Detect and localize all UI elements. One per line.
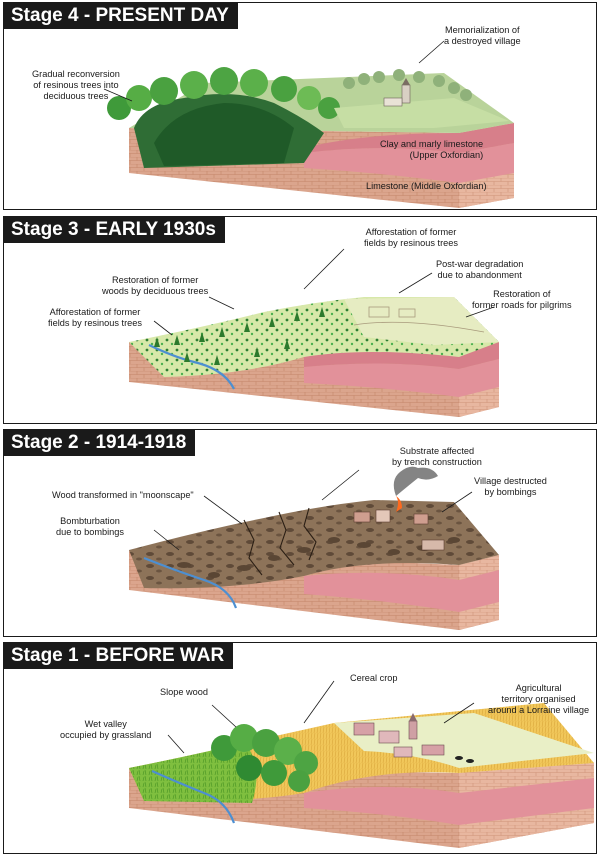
stage-1-block-diagram [129,680,594,848]
fire-icon [396,496,402,512]
marl-layer [304,570,499,612]
lorraine-village [353,713,445,758]
stage-2-label-substrate: Substrate affected by trench constructio… [392,446,482,467]
callout-lines-stage-1 [167,680,475,754]
callout-lines-stage-2 [153,469,473,551]
slope-wood [211,724,318,792]
stage-3-label-post-war-degradation: Post-war degradation due to abandonment [436,259,524,280]
stage-4-label-clay-marly: Clay and marly limestone (Upper Oxfordia… [380,139,484,160]
shell-craters [177,537,460,578]
deciduous-trees [107,67,340,120]
smoke-plume [393,466,438,496]
cattle [455,756,474,763]
stage-4-label-memorialization: Memorialization of a destroyed village [444,25,521,46]
abandoned-village-area [344,297,499,345]
stage-3-panel: Stage 3 - EARLY 1930s Afforestation of f… [3,216,597,424]
marl-layer [304,359,499,397]
stream [143,556,238,609]
stage-2-label-moonscape: Wood transformed in "moonscape" [52,490,194,500]
stage-4-label-reconversion: Gradual reconversion of resinous trees i… [32,69,120,101]
memorial-chapel [383,78,411,107]
stage-1-label-agricultural-territory: Agricultural territory organised around … [488,683,590,715]
stage-3-title: Stage 3 - EARLY 1930s [4,217,225,243]
village-territory [334,713,594,768]
stage-2-block-diagram [129,466,499,630]
stage-4-panel: Stage 4 - PRESENT DAY Memorialization of… [3,2,597,210]
stage-3-label-afforestation-left: Afforestation of former fields by resino… [48,307,142,328]
stream [151,769,236,824]
stage-1-label-wet-valley: Wet valley occupied by grassland [60,719,152,740]
stage-1-label-slope-wood: Slope wood [160,687,209,697]
stage-2-title: Stage 2 - 1914-1918 [4,430,196,456]
stage-4-label-limestone: Limestone (Middle Oxfordian) [366,181,487,191]
stage-2-label-village-destructed: Village destructed by bombings [474,476,547,497]
stage-3-label-afforestation-top: Afforestation of former fields by resino… [364,227,458,248]
memorial-village-area [334,98,509,128]
stage-3-label-restoration-woods: Restoration of former woods by deciduous… [102,275,209,296]
marl-layer [304,778,594,825]
marl-layer [304,143,514,183]
stage-4-title: Stage 4 - PRESENT DAY [4,3,238,29]
callout-lines-stage-4 [103,40,445,102]
callout-lines-stage-3 [153,248,495,336]
stage-3-block-diagram [129,248,499,417]
stream [148,344,235,390]
destroyed-village [353,466,445,551]
trench-lines [243,507,317,576]
stage-1-panel: Stage 1 - BEFORE WAR Cereal crop Agricul… [3,642,597,854]
stage-1-label-cereal-crop: Cereal crop [350,673,398,683]
moonscape-ground [129,500,499,589]
stage-4-block-diagram [103,40,514,208]
stage-2-panel: Stage 2 - 1914-1918 Substrate affected b… [3,429,597,637]
conifer-forest [134,94,324,168]
stage-2-label-bombturbation: Bombturbation due to bombings [56,516,124,537]
stage-3-label-restoration-roads: Restoration of former roads for pilgrims [472,289,572,310]
stage-1-title: Stage 1 - BEFORE WAR [4,643,234,669]
